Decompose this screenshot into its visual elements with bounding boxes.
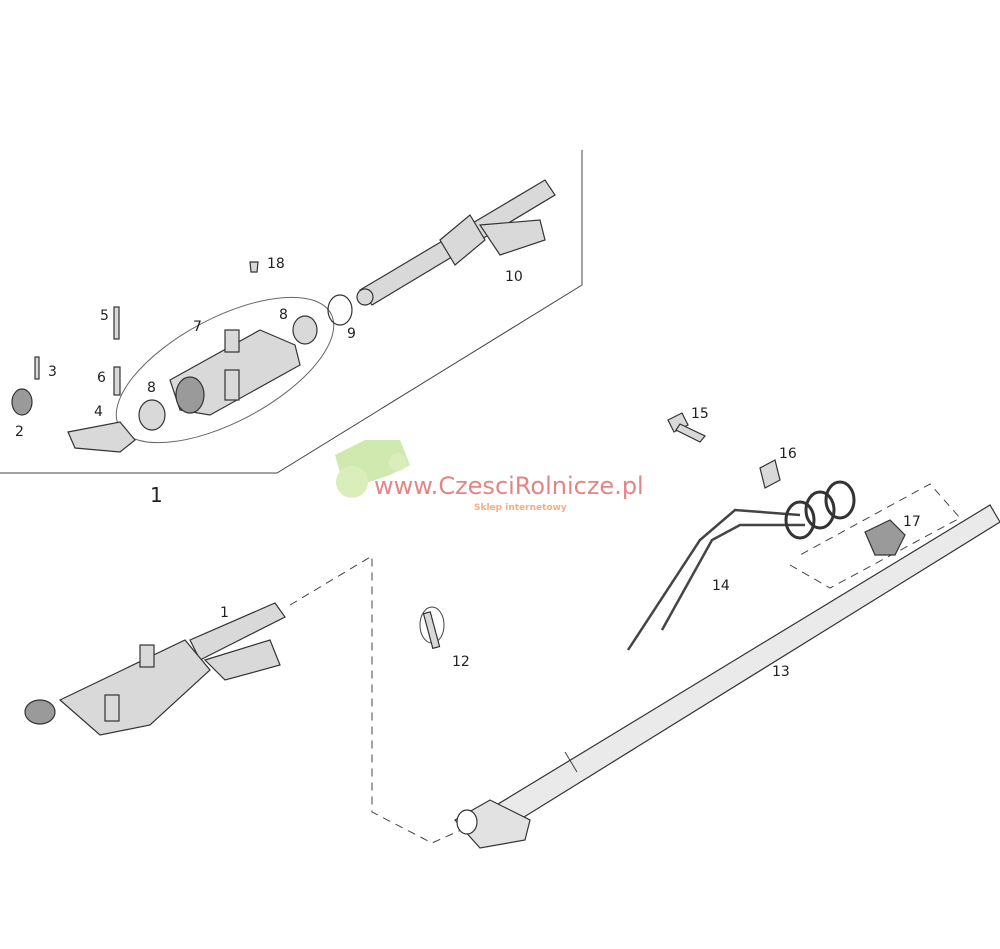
gearbox-7	[169, 329, 301, 416]
assembly-frame	[289, 555, 471, 844]
pin-3	[34, 356, 40, 380]
label-15: 15	[691, 406, 709, 422]
label-6: 6	[97, 370, 106, 386]
pin-6	[113, 366, 121, 396]
label-8-top: 8	[279, 307, 288, 323]
label-10: 10	[505, 269, 523, 285]
label-17: 17	[903, 514, 921, 530]
label-9: 9	[347, 326, 356, 342]
cap-2	[11, 388, 33, 416]
watermark-url: www.CzesciRolnicze.pl	[374, 472, 644, 500]
tractor-icon	[335, 440, 410, 498]
label-18: 18	[267, 256, 285, 272]
label-14: 14	[712, 578, 730, 594]
plate-16	[759, 459, 781, 489]
watermark-logo: www.CzesciRolnicze.pl Sklep internetowy	[335, 440, 644, 513]
bushing-8-top	[292, 315, 318, 345]
label-1: 1	[220, 605, 229, 621]
label-13: 13	[772, 664, 790, 680]
bolt-15	[667, 412, 706, 443]
assembly-1	[24, 602, 286, 736]
lynch-pin-12	[419, 606, 445, 650]
label-8-bottom: 8	[147, 380, 156, 396]
label-2: 2	[15, 424, 24, 440]
watermark-subtitle: Sklep internetowy	[474, 503, 567, 513]
tine-bar-13	[454, 504, 1000, 849]
bushing-8-bottom	[138, 399, 166, 431]
group-1-frame	[0, 150, 583, 474]
label-16: 16	[779, 446, 797, 462]
yoke-4	[67, 421, 136, 453]
label-group-1: 1	[150, 483, 163, 507]
label-4: 4	[94, 404, 103, 420]
nut-17	[864, 519, 906, 556]
pin-5	[113, 306, 120, 340]
label-7: 7	[193, 319, 202, 335]
label-5: 5	[100, 308, 109, 324]
spring-tine-14	[626, 480, 856, 651]
spring-frame	[789, 483, 961, 589]
shaft-10	[356, 179, 556, 306]
label-12: 12	[452, 654, 470, 670]
label-3: 3	[48, 364, 57, 380]
grease-nipple-18	[249, 261, 259, 273]
ring-9	[327, 294, 353, 326]
